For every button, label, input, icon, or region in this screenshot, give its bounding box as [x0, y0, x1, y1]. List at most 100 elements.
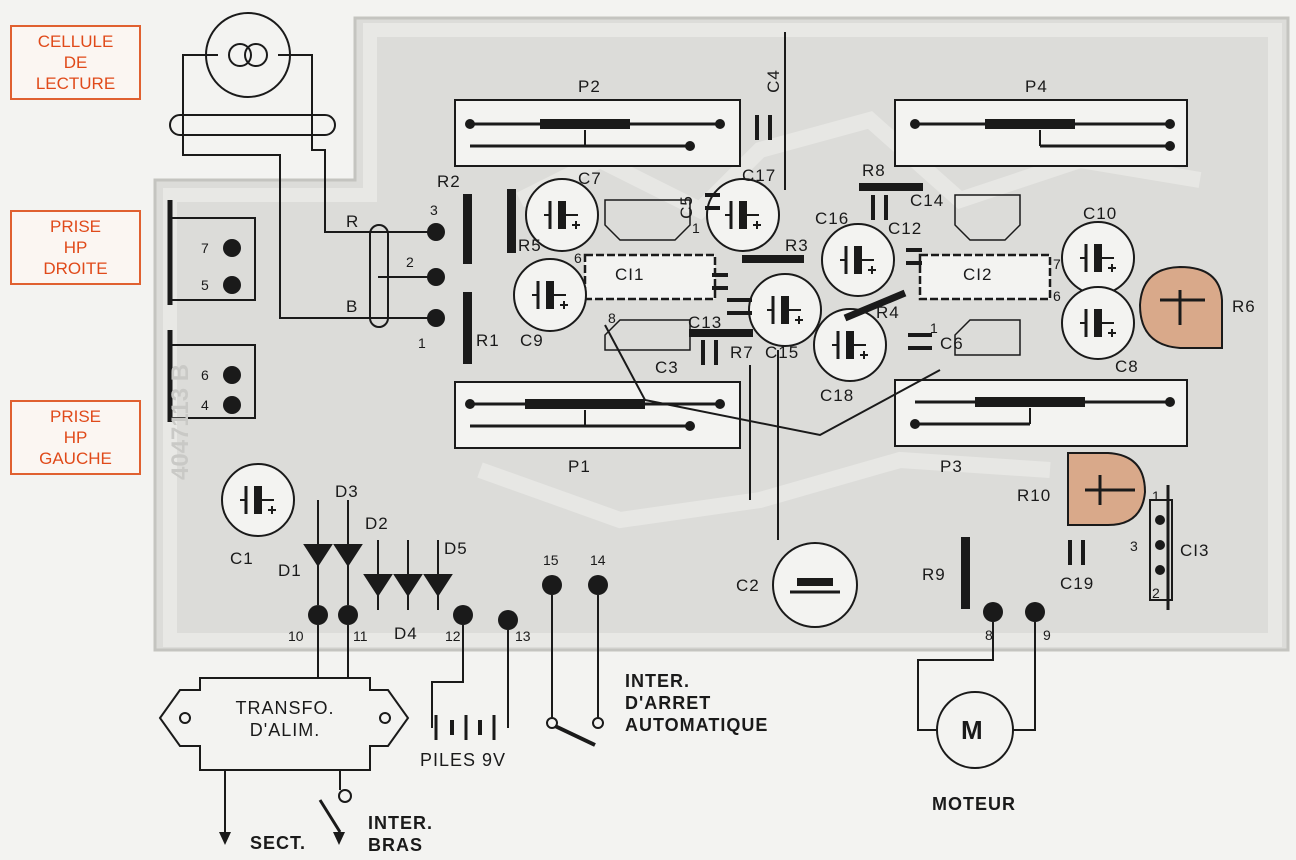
- label-d3: D3: [335, 482, 359, 501]
- caption-transformer: TRANSFO. D'ALIM.: [235, 698, 335, 740]
- ic-ci2: [918, 194, 1052, 356]
- label-box-prise-droite: PRISE HP DROITE: [10, 210, 141, 285]
- label-r6: R6: [1232, 297, 1256, 316]
- label-c6: C6: [940, 334, 964, 353]
- potentiometer-p3: [894, 379, 1188, 447]
- pin-15: 15: [543, 552, 559, 568]
- board-reference: 4047113 B: [167, 364, 194, 480]
- pin-10: 10: [288, 628, 304, 644]
- read-cell-icon: [205, 12, 291, 98]
- pin-ci3-2: 2: [1152, 585, 1160, 601]
- pin-ci2-6: 6: [1053, 288, 1061, 304]
- label-r2: R2: [437, 172, 461, 191]
- label-d5: D5: [444, 539, 468, 558]
- label-c4: C4: [763, 69, 783, 93]
- capacitor-c9: [512, 257, 588, 333]
- label-c18: C18: [820, 386, 855, 405]
- pin-12: 12: [445, 628, 461, 644]
- label-c9: C9: [520, 331, 544, 350]
- resistor-r3: [742, 255, 804, 263]
- label-c5: C5: [676, 195, 696, 219]
- resistor-r1: [463, 292, 472, 364]
- capacitor-c1: [220, 462, 296, 538]
- label-c17: C17: [742, 166, 777, 185]
- label-r9: R9: [922, 565, 946, 584]
- label-c13: C13: [688, 313, 723, 332]
- label-r4: R4: [876, 303, 900, 322]
- battery-icon: [431, 625, 509, 740]
- label-r1: R1: [476, 331, 500, 350]
- capacitor-c16: [820, 222, 896, 298]
- label-c14: C14: [910, 191, 945, 210]
- resistor-r7: [689, 329, 753, 337]
- resistor-r8: [859, 183, 923, 191]
- label-wire-b: B: [346, 297, 359, 316]
- pin-ci1-8: 8: [608, 310, 616, 326]
- label-c3: C3: [655, 358, 679, 377]
- resistor-r2: [463, 194, 472, 264]
- label-r8: R8: [862, 161, 886, 180]
- pin-c17-1: 1: [692, 220, 700, 236]
- caption-motor: MOTEUR: [932, 794, 1016, 814]
- pin-ci3-1: 1: [1152, 488, 1160, 504]
- pin-1: 1: [418, 335, 426, 351]
- pin-5: 5: [201, 277, 209, 293]
- pin-6: 6: [201, 367, 209, 383]
- label-motor-m: M: [961, 715, 984, 745]
- label-ci2: CI2: [963, 265, 993, 284]
- label-c7: C7: [578, 169, 602, 188]
- label-box-cellule: CELLULE DE LECTURE: [10, 25, 141, 100]
- caption-batteries: PILES 9V: [420, 750, 507, 770]
- capacitor-c10: [1060, 220, 1136, 296]
- pin-4: 4: [201, 397, 209, 413]
- label-c19: C19: [1060, 574, 1095, 593]
- speaker-socket-gauche: [167, 330, 256, 422]
- label-p3: P3: [940, 457, 963, 476]
- label-p2: P2: [578, 77, 601, 96]
- label-c2: C2: [736, 576, 760, 595]
- label-r3: R3: [785, 236, 809, 255]
- pin-13: 13: [515, 628, 531, 644]
- pin-9: 9: [1043, 627, 1051, 643]
- label-r10: R10: [1017, 486, 1052, 505]
- ic-ci1: [583, 199, 717, 351]
- trimmer-r10: [1067, 452, 1147, 526]
- caption-sector: SECT.: [250, 833, 307, 853]
- pin-ci2-7: 7: [1053, 256, 1061, 272]
- label-p1: P1: [568, 457, 591, 476]
- auto-stop-switch-icon: [546, 595, 604, 747]
- label-ci1: CI1: [615, 265, 645, 284]
- label-d1: D1: [278, 561, 302, 580]
- pin-ci1-6: 6: [574, 250, 582, 266]
- potentiometer-p4: [894, 99, 1188, 167]
- speaker-socket-droite: [167, 200, 256, 305]
- pin-7: 7: [201, 240, 209, 256]
- pin-3: 3: [430, 202, 438, 218]
- transformer: [158, 625, 410, 838]
- label-r7: R7: [730, 343, 754, 362]
- resistor-r5: [507, 189, 516, 253]
- motor-icon: [917, 622, 1036, 769]
- label-c8: C8: [1115, 357, 1139, 376]
- label-c12: C12: [888, 219, 923, 238]
- label-d4: D4: [394, 624, 418, 643]
- caption-auto-stop-switch: INTER. D'ARRET AUTOMATIQUE: [625, 671, 769, 735]
- label-c16: C16: [815, 209, 850, 228]
- label-r5: R5: [518, 236, 542, 255]
- label-d2: D2: [365, 514, 389, 533]
- pin-2: 2: [406, 254, 414, 270]
- resistor-r9: [961, 537, 970, 609]
- resistor-r4: [843, 289, 907, 322]
- label-box-prise-gauche: PRISE HP GAUCHE: [10, 400, 141, 475]
- trimmer-r6: [1138, 265, 1223, 349]
- label-ci3: CI3: [1180, 541, 1210, 560]
- pin-14: 14: [590, 552, 606, 568]
- capacitor-c17: [705, 177, 781, 253]
- pin-8: 8: [985, 627, 993, 643]
- capacitor-c8: [1060, 285, 1136, 361]
- caption-arm-switch: INTER. BRAS: [368, 813, 434, 855]
- pin-ci3-3: 3: [1130, 538, 1138, 554]
- label-c10: C10: [1083, 204, 1118, 223]
- ic-ci3: [1149, 485, 1173, 610]
